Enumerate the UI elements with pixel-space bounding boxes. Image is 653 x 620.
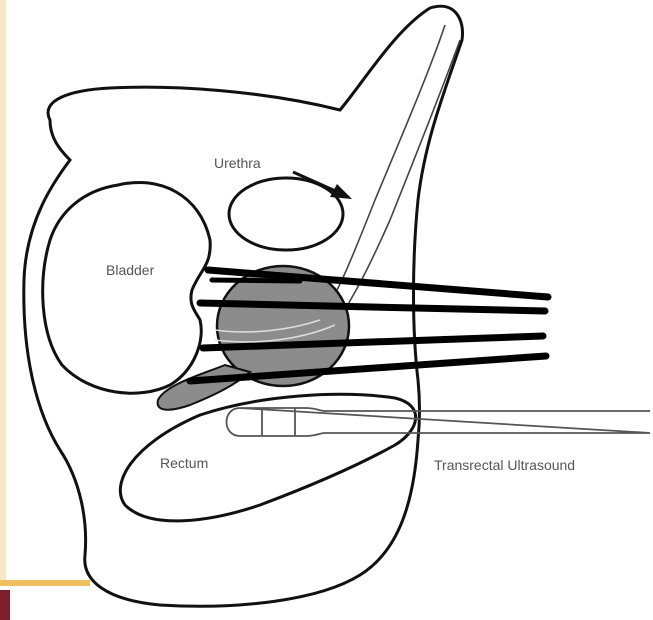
urethra-arrow-shaft [293,172,340,193]
bladder [43,182,211,393]
label-bladder: Bladder [106,262,155,278]
seminal-vesicle [229,178,343,250]
left-accent-bar [0,0,6,580]
bottom-accent-maroon [0,590,10,620]
urethra-outer-line [320,25,445,320]
ultrasound-probe [227,408,651,436]
bottom-accent-yellow [0,580,90,586]
label-transrectal-ultrasound: Transrectal Ultrasound [434,457,575,473]
label-rectum: Rectum [160,455,208,471]
needle-5 [212,280,300,281]
prostate-tail [158,365,250,410]
urethra-arrow-head [330,184,352,199]
label-urethra: Urethra [214,155,261,171]
